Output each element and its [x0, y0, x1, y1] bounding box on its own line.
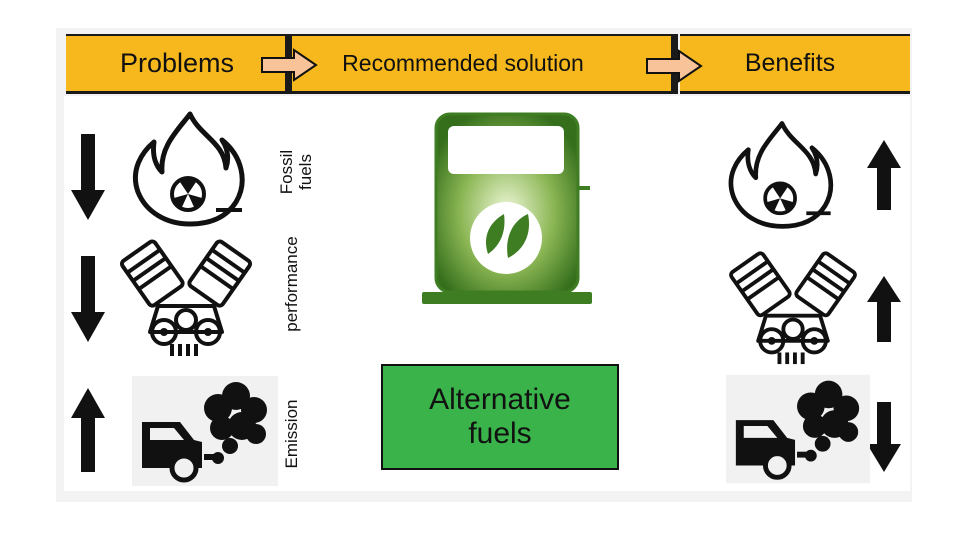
flame-radiation-icon [132, 111, 245, 227]
header-benefits: Benefits [680, 34, 910, 94]
alternative-fuels-line1: Alternative [429, 383, 571, 416]
car-smoke-icon [726, 374, 870, 484]
engine-icon [119, 239, 253, 356]
header-benefits-label: Benefits [744, 49, 836, 77]
orange-arrow-icon [646, 49, 703, 83]
header-solution: Recommended solution [292, 34, 674, 94]
header-problems: Problems [66, 34, 288, 94]
header-solution-label: Recommended solution [342, 50, 584, 76]
alternative-fuels-line2: fuels [468, 417, 532, 450]
label-performance: performance [282, 236, 301, 332]
label-fossil-line1: Fossil [277, 149, 296, 195]
down-arrow-icon [867, 402, 901, 472]
engine-icon [729, 251, 857, 365]
alternative-fuels-box: Alternative fuels [381, 364, 619, 470]
label-fossil-line2: fuels [296, 154, 315, 190]
up-arrow-icon [71, 388, 105, 472]
flame-radiation-icon [728, 121, 834, 229]
up-arrow-icon [867, 276, 901, 342]
car-smoke-icon [132, 376, 278, 486]
down-arrow-icon [71, 134, 105, 220]
fuel-pump-leaf-icon [422, 112, 592, 304]
header-problems-label: Problems [119, 48, 235, 78]
label-emission: Emission [282, 399, 301, 469]
orange-arrow-icon [261, 48, 318, 82]
label-fossil-fuels: Fossil fuels [277, 137, 317, 207]
up-arrow-icon [867, 140, 901, 210]
down-arrow-icon [71, 256, 105, 342]
